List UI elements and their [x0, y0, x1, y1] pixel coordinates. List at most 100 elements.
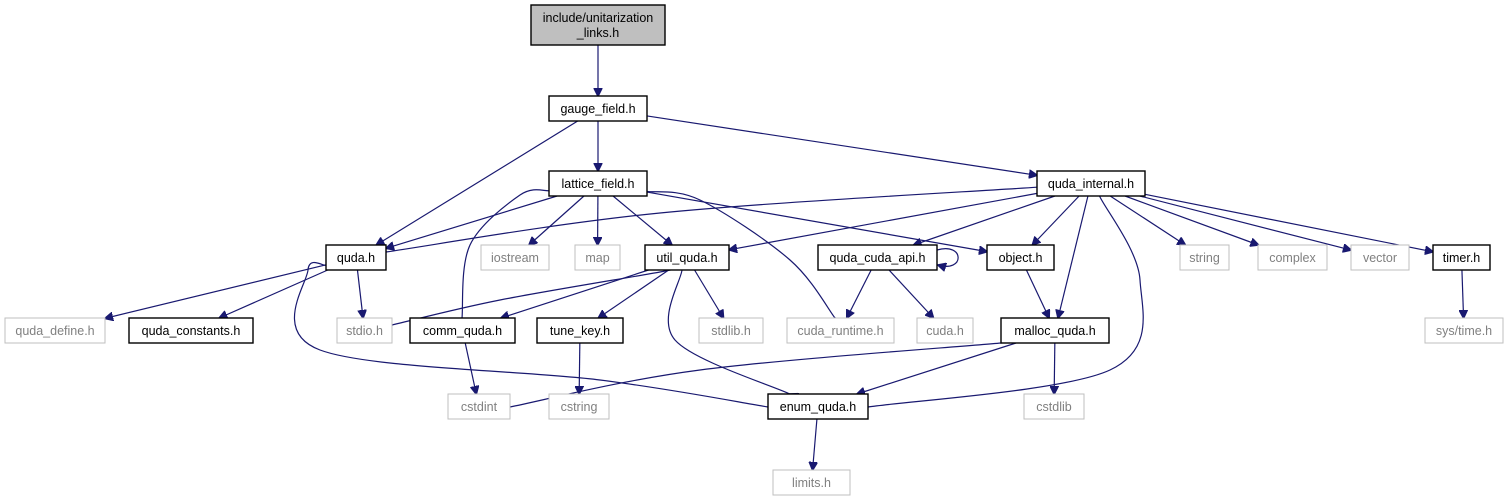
node-string: string: [1179, 244, 1230, 271]
node-gauge-field[interactable]: gauge_field.h: [548, 95, 648, 122]
node-tune-key[interactable]: tune_key.h: [536, 317, 624, 344]
node-box: [447, 393, 511, 420]
node-cstdlib: cstdlib: [1023, 393, 1085, 420]
node-label: object.h: [999, 251, 1043, 265]
node-box: [548, 393, 610, 420]
node-label: limits.h: [792, 476, 831, 490]
node-complex: complex: [1257, 244, 1328, 271]
edge-util_quda-to-comm_quda: [501, 269, 649, 318]
node-label: map: [585, 251, 609, 265]
edge-gauge_field-to-quda_internal: [646, 115, 1037, 175]
edge-util_quda-to-tune_key: [598, 269, 670, 318]
node-enum-quda[interactable]: enum_quda.h: [767, 393, 869, 420]
node-box: [817, 244, 938, 271]
node-label: lattice_field.h: [562, 177, 635, 191]
edge-quda-to-quda_constants: [219, 269, 328, 318]
node-map: map: [574, 244, 621, 271]
edge-malloc_quda-to-cstdlib: [1054, 342, 1055, 394]
node-cuda: cuda.h: [916, 317, 974, 344]
node-box: [325, 244, 387, 271]
edge-quda-to-stdio: [356, 269, 363, 318]
edge-quda_internal-to-object: [1032, 195, 1080, 245]
node-box: [1350, 244, 1410, 271]
edge-gauge_field-to-quda: [376, 120, 579, 245]
node-label: gauge_field.h: [560, 102, 635, 116]
node-label: complex: [1269, 251, 1316, 265]
edge-quda_internal-to-enum_quda: [849, 189, 1144, 410]
edge-quda_internal-to-string: [1109, 195, 1185, 245]
edge-timer-to-sys_time: [1462, 269, 1464, 318]
node-label: quda_internal.h: [1048, 177, 1134, 191]
edge-quda_cuda_api-to-quda_cuda_api: [937, 248, 959, 267]
node-box: [128, 317, 254, 344]
node-box: [698, 317, 764, 344]
node-cuda-runtime: cuda_runtime.h: [786, 317, 895, 344]
node-label: timer.h: [1443, 251, 1481, 265]
node-stdio: stdio.h: [336, 317, 393, 344]
node-box: [1036, 170, 1146, 197]
node-label: quda_cuda_api.h: [830, 251, 926, 265]
node-label: cuda.h: [926, 324, 964, 338]
node-quda-cuda-api[interactable]: quda_cuda_api.h: [817, 244, 938, 271]
node-label: quda.h: [337, 251, 375, 265]
edge-enum_quda-to-limits: [813, 418, 817, 470]
edge-lattice_field-to-iostream: [529, 195, 585, 245]
node-box: [574, 244, 621, 271]
node-label: cstdlib: [1036, 400, 1071, 414]
node-box: [1257, 244, 1328, 271]
node-label: comm_quda.h: [423, 324, 502, 338]
node-box: [1424, 317, 1504, 344]
node-box: [986, 244, 1055, 271]
edge-comm_quda-to-cstdint: [464, 342, 476, 394]
node-label: malloc_quda.h: [1014, 324, 1095, 338]
node-box: [1432, 244, 1491, 271]
node-lattice-field[interactable]: lattice_field.h: [548, 170, 648, 197]
node-box: [409, 317, 516, 344]
node-label: util_quda.h: [656, 251, 717, 265]
node-label: cstring: [561, 400, 598, 414]
node-vector: vector: [1350, 244, 1410, 271]
edge-quda_internal-to-complex: [1124, 195, 1258, 245]
node-box: [480, 244, 550, 271]
node-box: [1000, 317, 1110, 344]
node-quda-define: quda_define.h: [4, 317, 106, 344]
node-label: enum_quda.h: [780, 400, 857, 414]
node-cstring: cstring: [548, 393, 610, 420]
nodes-layer: include/unitarization_links.h gauge_field…: [4, 4, 1504, 496]
node-box: [548, 170, 648, 197]
node-label: tune_key.h: [550, 324, 610, 338]
node-box: [530, 4, 666, 46]
node-box: [1179, 244, 1230, 271]
node-unitarization-links[interactable]: include/unitarization_links.h: [530, 4, 666, 46]
node-box: [767, 393, 869, 420]
node-box: [548, 95, 648, 122]
node-quda-constants[interactable]: quda_constants.h: [128, 317, 254, 344]
node-quda-internal[interactable]: quda_internal.h: [1036, 170, 1146, 197]
node-box: [916, 317, 974, 344]
node-timer[interactable]: timer.h: [1432, 244, 1491, 271]
edge-quda-to-quda_define: [105, 264, 327, 319]
node-label: stdlib.h: [711, 324, 751, 338]
node-object[interactable]: object.h: [986, 244, 1055, 271]
edge-quda_internal-to-quda_cuda_api: [914, 195, 1056, 245]
edge-quda_internal-to-vector: [1139, 195, 1351, 250]
node-limits: limits.h: [772, 469, 851, 496]
edge-quda-to-enum_quda: [293, 261, 781, 409]
node-box: [336, 317, 393, 344]
edge-tune_key-to-cstring: [579, 342, 580, 394]
node-quda[interactable]: quda.h: [325, 244, 387, 271]
node-label: sys/time.h: [1436, 324, 1492, 338]
edge-quda_internal-to-util_quda: [729, 192, 1038, 249]
node-box: [4, 317, 106, 344]
node-stdlib: stdlib.h: [698, 317, 764, 344]
node-box: [786, 317, 895, 344]
node-label: quda_define.h: [15, 324, 94, 338]
edge-malloc_quda-to-enum_quda: [857, 342, 1017, 394]
node-util-quda[interactable]: util_quda.h: [644, 244, 730, 271]
node-label: string: [1189, 251, 1220, 265]
edge-lattice_field-to-quda: [386, 195, 558, 248]
edge-quda_internal-to-timer: [1144, 193, 1433, 252]
node-comm-quda[interactable]: comm_quda.h: [409, 317, 516, 344]
node-malloc-quda[interactable]: malloc_quda.h: [1000, 317, 1110, 344]
